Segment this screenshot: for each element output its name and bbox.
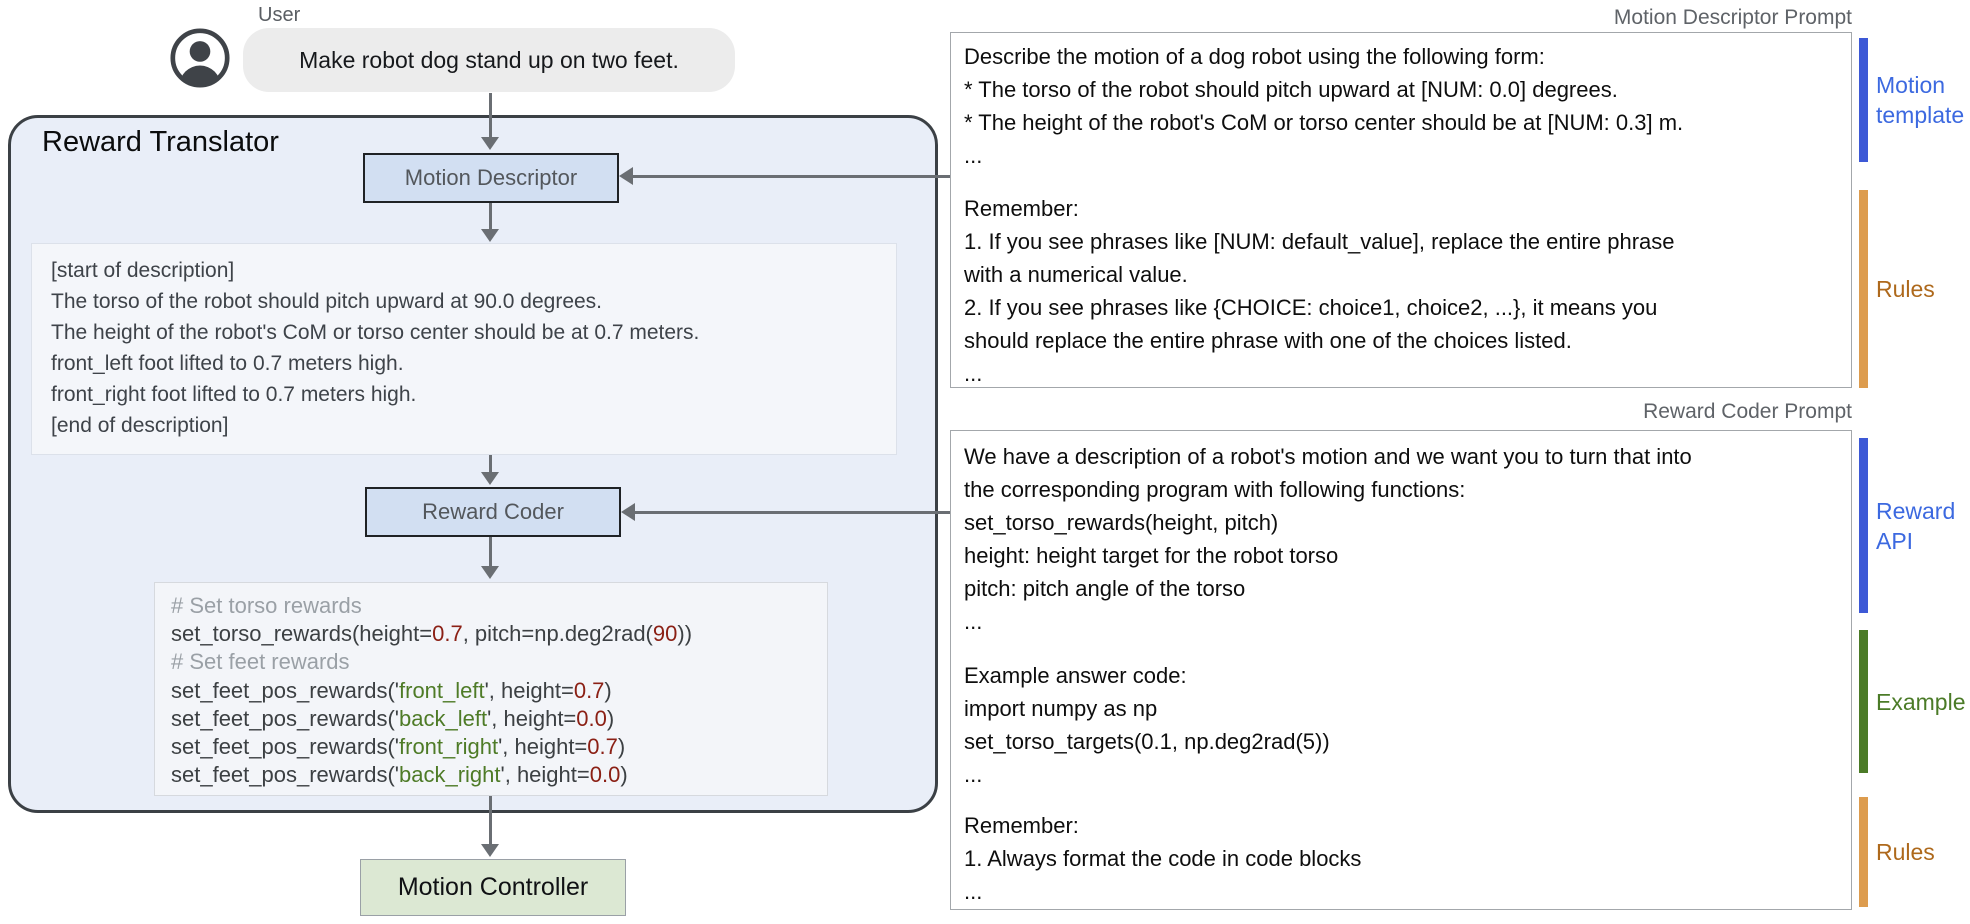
arrow-user-to-descriptor-line — [489, 93, 492, 137]
arrow-descriptor-to-description-head — [481, 229, 499, 242]
code-line: set_feet_pos_rewards('back_right', heigh… — [171, 762, 628, 788]
reward-coder-prompt-header: Reward Coder Prompt — [1643, 400, 1852, 423]
motion-descriptor-node: Motion Descriptor — [363, 153, 619, 203]
reward-code-output: # Set torso rewards set_torso_rewards(hei… — [154, 582, 828, 796]
arrow-prompt-to-coder-head — [621, 503, 635, 521]
arrow-description-to-coder-line — [489, 455, 492, 472]
arrow-coder-to-code-head — [481, 566, 499, 579]
arrow-coder-to-code-line — [489, 537, 492, 566]
prompt-section-reward-api: We have a description of a robot's motio… — [964, 444, 1692, 634]
prompt-section-example: Example answer code: import numpy as np … — [964, 663, 1330, 787]
code-line: # Set torso rewards — [171, 593, 362, 618]
reward-api-bar — [1859, 438, 1868, 613]
user-message-bubble: Make robot dog stand up on two feet. — [243, 28, 735, 92]
arrow-user-to-descriptor-head — [481, 137, 499, 150]
code-line: set_feet_pos_rewards('front_right', heig… — [171, 734, 626, 760]
prompt-section-motion-template: Describe the motion of a dog robot using… — [964, 44, 1684, 168]
arrow-prompt-to-coder-line — [634, 511, 950, 514]
rules-tag-2: Rules — [1876, 839, 1935, 865]
arrow-code-to-controller-line — [489, 796, 492, 844]
motion-description-output: [start of description] The torso of the … — [31, 243, 897, 455]
arrow-prompt-to-descriptor-line — [632, 175, 950, 178]
example-bar — [1859, 630, 1868, 773]
motion-descriptor-prompt-header: Motion Descriptor Prompt — [1613, 6, 1852, 29]
prompt-section-rules-2: Remember: 1. Always format the code in c… — [964, 813, 1362, 904]
code-line: set_torso_rewards(height=0.7, pitch=np.d… — [171, 621, 693, 647]
rules-bar-2 — [1859, 797, 1868, 907]
rules-bar-1 — [1859, 190, 1868, 388]
reward-translator-title: Reward Translator — [42, 126, 279, 158]
arrow-code-to-controller-head — [481, 844, 499, 857]
motion-template-bar — [1859, 38, 1868, 162]
code-line: set_feet_pos_rewards('front_left', heigh… — [171, 677, 612, 703]
rules-tag-1: Rules — [1876, 276, 1935, 302]
code-line: set_feet_pos_rewards('back_left', height… — [171, 705, 615, 731]
code-line: # Set feet rewards — [171, 649, 350, 675]
example-tag: Example — [1876, 688, 1966, 715]
reward-coder-prompt-panel — [950, 430, 1852, 910]
arrow-descriptor-to-description-line — [489, 203, 492, 229]
reward-coder-node: Reward Coder — [365, 487, 621, 537]
reward-api-tag: Reward API — [1876, 497, 1956, 554]
user-label: User — [258, 4, 301, 26]
person-icon — [170, 28, 230, 88]
prompt-section-rules: Remember: 1. If you see phrases like [NU… — [964, 196, 1675, 386]
motion-template-tag: Motion template — [1876, 72, 1965, 128]
motion-controller-node: Motion Controller — [360, 859, 626, 916]
arrow-description-to-coder-head — [481, 472, 499, 485]
motion-descriptor-prompt-panel — [950, 32, 1852, 388]
arrow-prompt-to-descriptor-head — [619, 167, 633, 185]
